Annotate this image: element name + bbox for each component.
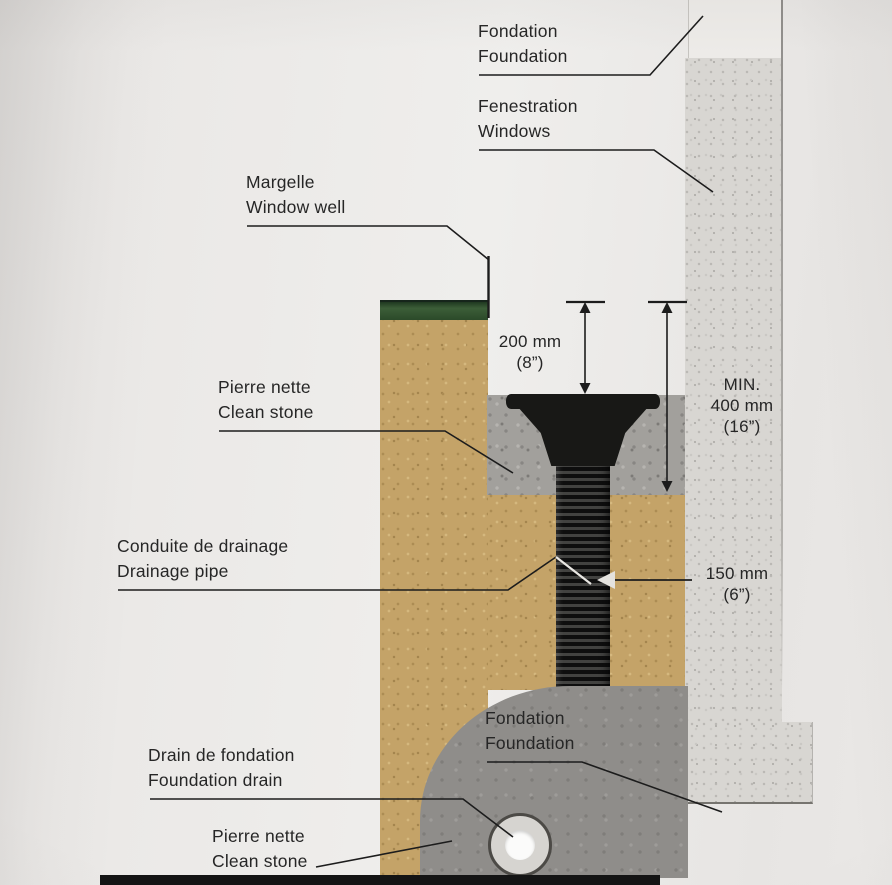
page-edge-bar [100, 875, 660, 885]
dimension-label-400mm: MIN. 400 mm (16”) [692, 374, 792, 437]
leader-fondation-mid [487, 761, 723, 813]
label-line-en: Foundation drain [148, 770, 283, 790]
concrete-fill [420, 686, 688, 878]
label-line-fr: Margelle [246, 172, 315, 192]
wall-edge-line [781, 0, 783, 690]
dimension-arrow-200mm [566, 300, 605, 394]
leader-pierre-nette-top [219, 430, 514, 474]
leader-fenestration [479, 149, 714, 193]
label-fondation-mid: Fondation Foundation [485, 706, 575, 756]
label-line-en: Windows [478, 121, 551, 141]
dimension-label-150mm: 150 mm (6”) [687, 563, 787, 605]
dimension-prefix: MIN. [723, 375, 761, 394]
label-conduite-drainage: Conduite de drainage Drainage pipe [117, 534, 288, 584]
leader-conduite-drainage [118, 556, 592, 591]
dimension-value: 400 mm [710, 396, 774, 415]
dimension-arrow-400mm [648, 300, 687, 492]
dimension-arrow-150mm [597, 571, 692, 589]
foundation-top-block [688, 0, 783, 60]
label-line-en: Window well [246, 197, 346, 217]
label-fondation-top: Fondation Foundation [478, 19, 568, 69]
label-line-en: Foundation [485, 733, 575, 753]
leader-pierre-nette-bottom [315, 840, 453, 868]
label-line-en: Foundation [478, 46, 568, 66]
dimension-value: 200 mm [498, 332, 562, 351]
label-line-fr: Pierre nette [218, 377, 311, 397]
grass-strip [380, 300, 488, 320]
label-line-en: Clean stone [212, 851, 308, 871]
label-line-en: Drainage pipe [117, 561, 229, 581]
drainage-pipe [556, 460, 610, 692]
leader-drain-fondation [150, 798, 514, 838]
label-line-fr: Pierre nette [212, 826, 305, 846]
label-pierre-nette-top: Pierre nette Clean stone [218, 375, 314, 425]
leader-margelle [247, 225, 490, 318]
foundation-wall [685, 58, 782, 795]
label-line-fr: Conduite de drainage [117, 536, 289, 556]
label-line-fr: Fenestration [478, 96, 578, 116]
label-line-en: Clean stone [218, 402, 314, 422]
dimension-label-200mm: 200 mm (8”) [478, 331, 582, 373]
dimension-imperial: (6”) [723, 585, 751, 604]
label-line-fr: Drain de fondation [148, 745, 295, 765]
leader-fondation-top [479, 15, 704, 76]
dimension-imperial: (8”) [516, 353, 544, 372]
dimension-imperial: (16”) [723, 417, 761, 436]
label-pierre-nette-bottom: Pierre nette Clean stone [212, 824, 308, 874]
label-line-fr: Fondation [485, 708, 565, 728]
label-drain-fondation: Drain de fondation Foundation drain [148, 743, 295, 793]
dimension-value: 150 mm [705, 564, 769, 583]
label-margelle: Margelle Window well [246, 170, 345, 220]
catch-basin-rim [506, 394, 660, 409]
label-fenestration: Fenestration Windows [478, 94, 578, 144]
label-line-fr: Fondation [478, 21, 558, 41]
